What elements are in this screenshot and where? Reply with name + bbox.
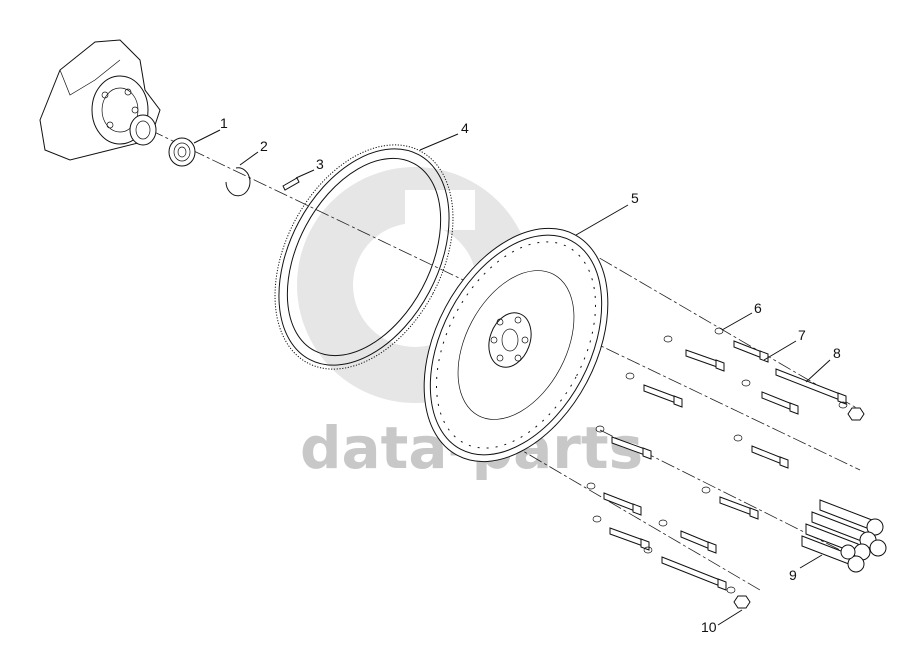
- bearing: [168, 129, 221, 167]
- callout-6: 6: [754, 300, 762, 316]
- circlip: [225, 151, 259, 197]
- callout-1: 1: [220, 115, 228, 131]
- callout-7: 7: [798, 327, 806, 343]
- flywheel: [423, 204, 629, 463]
- callout-8: 8: [833, 345, 841, 361]
- bolt-bundle: [799, 499, 887, 573]
- nuts: [733, 407, 865, 609]
- callout-9: 9: [789, 567, 797, 583]
- washers: [586, 327, 848, 594]
- dowel-pin: [282, 169, 315, 191]
- callout-2: 2: [260, 138, 268, 154]
- callout-4: 4: [461, 120, 469, 136]
- callout-3: 3: [316, 156, 324, 172]
- leader-lines: [717, 312, 831, 626]
- callout-10: 10: [701, 619, 717, 635]
- callout-5: 5: [631, 190, 639, 206]
- ring-gear: [274, 133, 459, 370]
- callouts: 1 2 3 4 5 6 7 8 9 10: [220, 115, 841, 635]
- flywheel-housing: [39, 39, 161, 161]
